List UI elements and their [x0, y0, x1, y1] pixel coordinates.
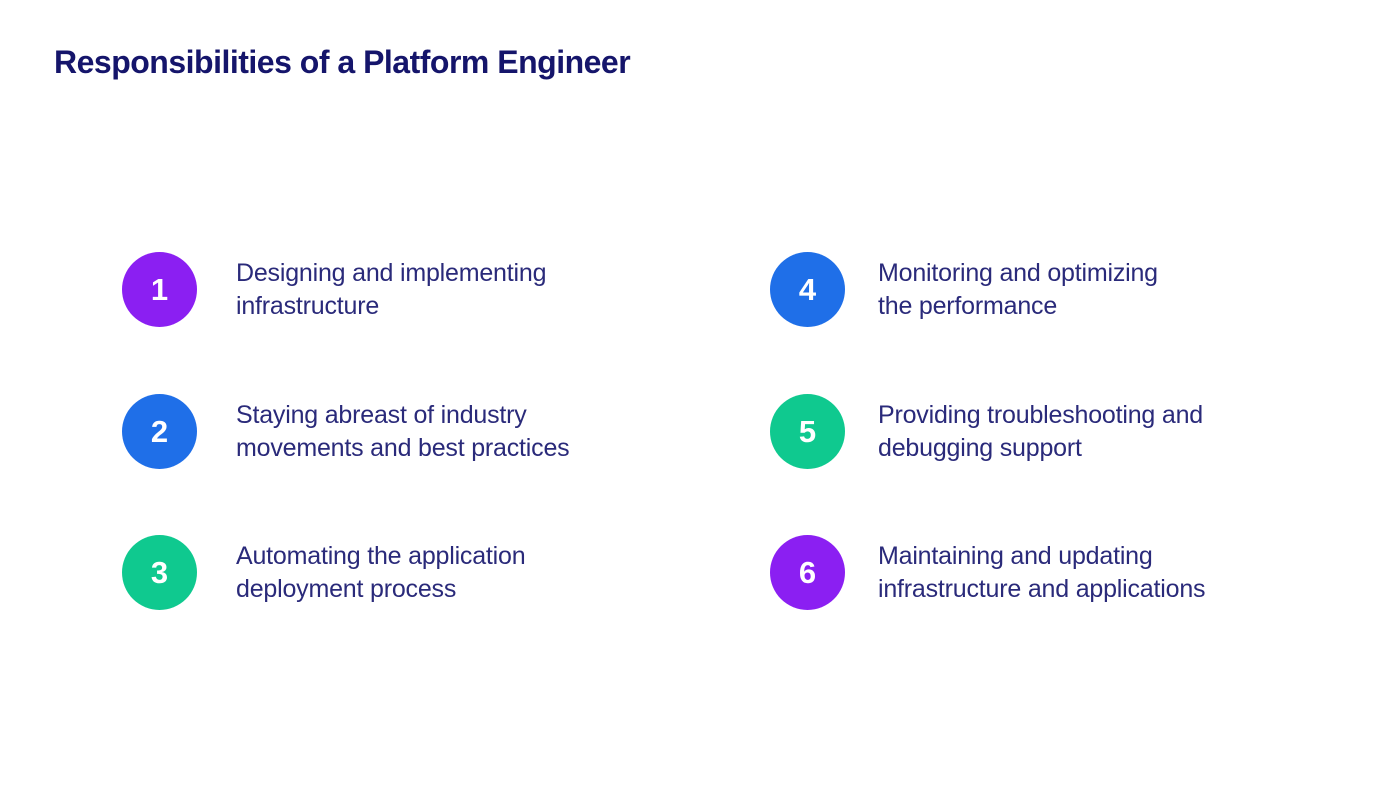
- responsibility-item-2: 2 Staying abreast of industry movements …: [122, 394, 570, 469]
- responsibility-text: Staying abreast of industry movements an…: [236, 399, 570, 465]
- responsibility-text-line: deployment process: [236, 574, 457, 603]
- responsibility-text-line: Providing troubleshooting and: [878, 400, 1203, 429]
- responsibility-text-line: the performance: [878, 291, 1058, 320]
- responsibility-text: Maintaining and updating infrastructure …: [878, 540, 1206, 606]
- step-number-badge: 5: [770, 394, 845, 469]
- step-number-badge: 2: [122, 394, 197, 469]
- responsibility-item-4: 4 Monitoring and optimizing the performa…: [770, 252, 1158, 327]
- responsibility-item-5: 5 Providing troubleshooting and debuggin…: [770, 394, 1203, 469]
- step-number-badge: 4: [770, 252, 845, 327]
- responsibility-text-line: Monitoring and optimizing: [878, 258, 1158, 287]
- responsibility-text-line: infrastructure: [236, 291, 380, 320]
- responsibility-text: Monitoring and optimizing the performanc…: [878, 257, 1158, 323]
- responsibility-text-line: Staying abreast of industry: [236, 400, 527, 429]
- step-number-badge: 3: [122, 535, 197, 610]
- responsibility-item-6: 6 Maintaining and updating infrastructur…: [770, 535, 1206, 610]
- responsibility-item-1: 1 Designing and implementing infrastruct…: [122, 252, 546, 327]
- responsibility-text: Automating the application deployment pr…: [236, 540, 526, 606]
- page-title: Responsibilities of a Platform Engineer: [54, 44, 631, 80]
- responsibility-text-line: Automating the application: [236, 541, 526, 570]
- responsibility-text: Providing troubleshooting and debugging …: [878, 399, 1203, 465]
- step-number-badge: 1: [122, 252, 197, 327]
- responsibility-item-3: 3 Automating the application deployment …: [122, 535, 526, 610]
- step-number-badge: 6: [770, 535, 845, 610]
- responsibility-text-line: infrastructure and applications: [878, 574, 1206, 603]
- responsibility-text-line: Designing and implementing: [236, 258, 547, 287]
- responsibility-text-line: movements and best practices: [236, 433, 570, 462]
- responsibility-text-line: debugging support: [878, 433, 1082, 462]
- responsibility-text: Designing and implementing infrastructur…: [236, 257, 546, 323]
- responsibility-text-line: Maintaining and updating: [878, 541, 1153, 570]
